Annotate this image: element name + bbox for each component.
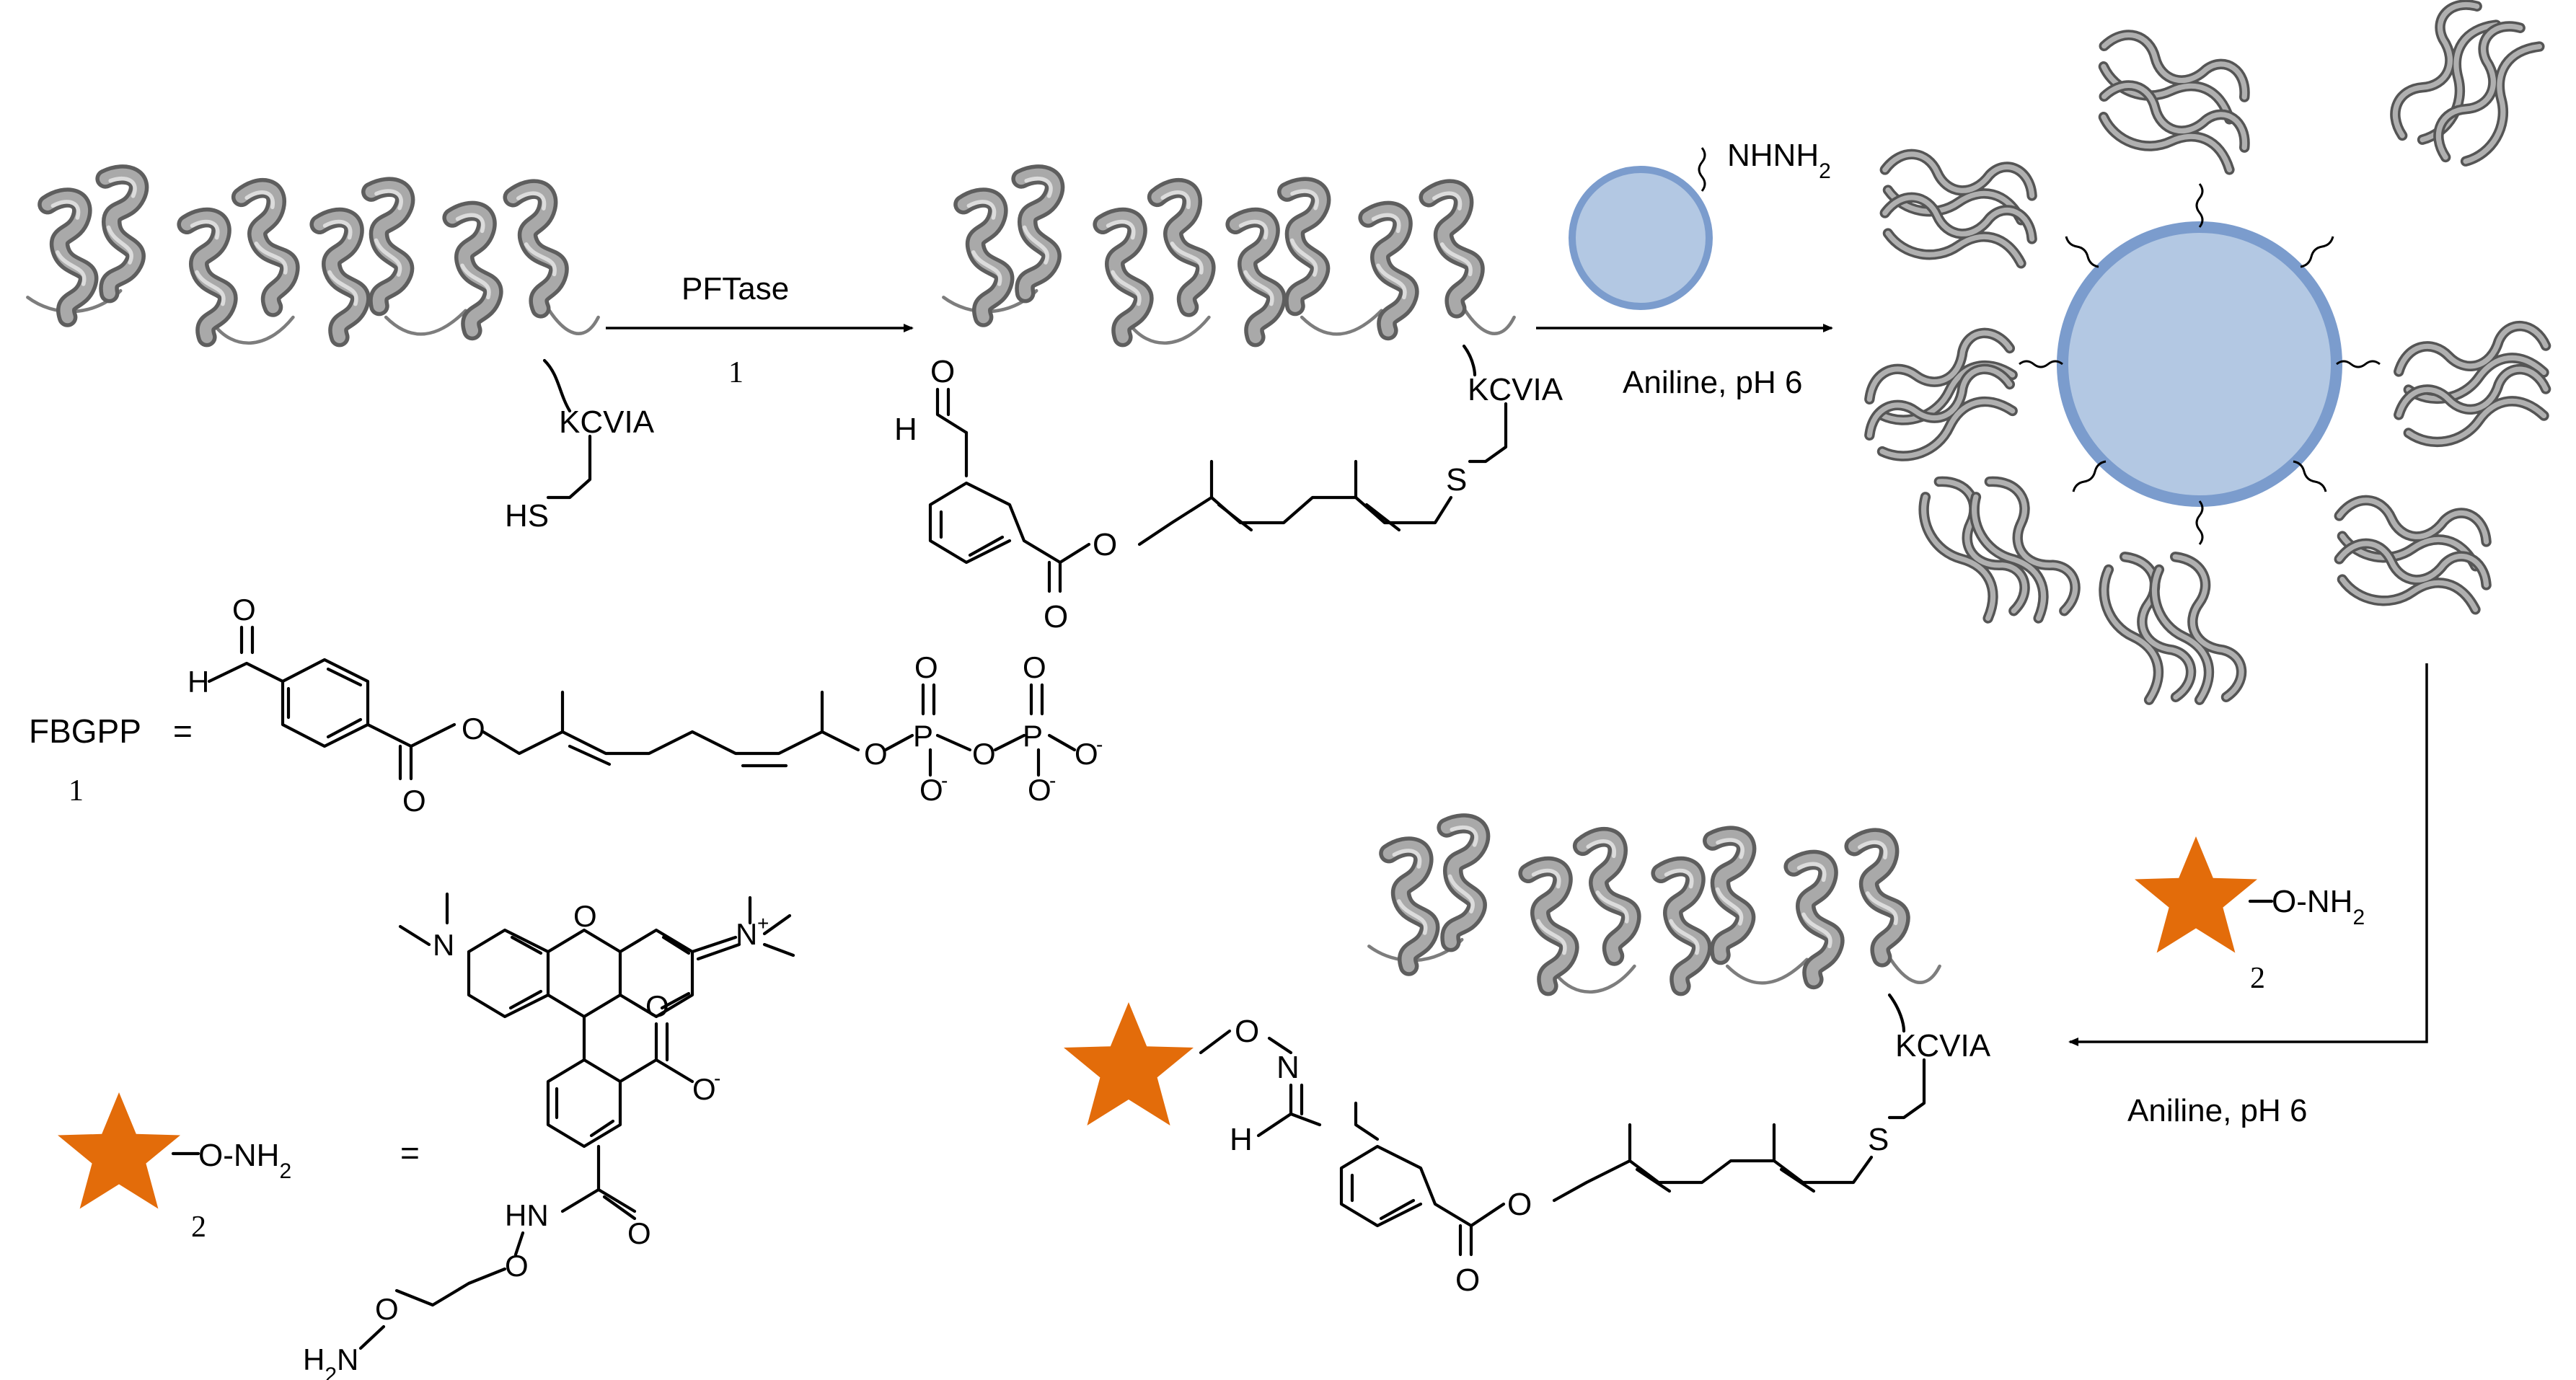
thiol-label: HS [505,498,549,534]
svg-text:O: O [375,1292,399,1326]
svg-text:O: O [914,650,938,684]
svg-text:O: O [462,712,485,746]
svg-text:O: O [505,1249,529,1283]
svg-text:H: H [188,665,209,699]
isoprenoid-chain-3 [1552,1123,1874,1203]
wavy-tethers [2019,183,2381,545]
sulfur-label: S [1446,462,1467,497]
fbgpp-equals: = [173,712,193,750]
cys-link-3 [1887,1058,1926,1120]
svg-text:N: N [433,928,454,962]
svg-text:O: O [232,593,256,627]
large-bead [2057,221,2342,507]
arrow-step3 [2068,663,2428,1046]
svg-text:N: N [736,917,757,951]
probe-ref-step3: 2 [2250,962,2265,995]
methyl-groups [1209,459,1358,500]
svg-text:O: O [919,773,943,807]
fbgpp-structure: O H O O O P O O - O P O O - O - [188,593,1103,818]
sulfur-label-3: S [1868,1122,1889,1157]
probe-label-def: O-NH2 [198,1138,291,1183]
isoprenoid-chain [1137,495,1453,547]
benzene-ring [928,430,1062,565]
step1-reagent: PFTase [682,271,789,306]
ester-carbonyl [1047,542,1091,593]
protein-ribbon-start [27,172,598,342]
svg-text:+: + [757,912,769,934]
fbgpp-name: FBGPP [29,712,141,750]
hydrazide-bead [1569,166,1713,310]
svg-text:O: O [1075,737,1098,771]
protein-ribbon-labeled [1369,821,1939,991]
aldehyde-O: O [930,354,955,389]
aldehyde-H: H [894,412,917,447]
peptide-tag-label-3: KCVIA [1895,1028,1991,1063]
svg-text:O: O [972,737,996,771]
aldehyde [935,387,969,435]
svg-text:O: O [645,989,669,1023]
imine-bond [1256,1083,1322,1138]
ester-O: O [1093,527,1117,562]
svg-text:O: O [692,1072,716,1106]
bead-linker [1698,147,1706,192]
peptide-tail-3 [1887,993,1906,1033]
tamra-structure: N N + O O O - O HN O O H2N [303,892,795,1380]
svg-text:O: O [402,784,426,818]
cys-link [1468,402,1508,464]
carbonyl-O: O [1044,599,1068,634]
peptide-tail [542,358,572,413]
svg-text:O: O [573,899,597,933]
star-link [1199,1029,1232,1055]
svg-text:O: O [627,1216,651,1250]
double-bonds [1217,503,1401,532]
svg-text:-: - [714,1067,720,1089]
benzene-double [939,510,1005,557]
carbonyl-O-3: O [1455,1262,1480,1298]
peptide-tag-label: KCVIA [559,404,655,440]
svg-text:P: P [1023,719,1043,753]
svg-text:-: - [1049,769,1056,792]
svg-text:O: O [1028,773,1051,807]
probe-ref-def: 2 [191,1211,206,1244]
imine-H: H [1230,1122,1253,1157]
probe-star-step3 [2135,836,2257,953]
oxime-O: O [1235,1014,1259,1049]
step3-conditions: Aniline, pH 6 [2127,1093,2307,1128]
probe-star-product [1064,1002,1194,1125]
probe-star-def [58,1092,180,1209]
probe-equals: = [400,1134,420,1172]
svg-text:P: P [913,719,933,753]
svg-text:-: - [1096,733,1103,756]
svg-text:HN: HN [505,1198,549,1232]
amine-label: H2N [303,1343,358,1380]
step1-ref: 1 [728,356,744,389]
step2-conditions: Aniline, pH 6 [1623,365,1802,400]
peptide-tail-2 [1462,344,1477,377]
svg-text:O: O [1023,650,1046,684]
oxime-bond [1267,1036,1293,1055]
probe-label-step3: O-NH2 [2272,884,2365,929]
thiol-chain [546,434,592,500]
imine-N: N [1276,1050,1300,1085]
ester-O-3: O [1507,1187,1532,1222]
peptide-tag-label-2: KCVIA [1468,372,1563,407]
bead-with-proteins [1861,0,2552,709]
svg-text:-: - [941,769,948,792]
fbgpp-ref: 1 [69,774,84,808]
benzene-ring-3 [1339,1101,1506,1257]
protein-ribbon-modified [943,172,1514,342]
svg-text:O: O [864,737,888,771]
bead-linker-label: NHNH2 [1727,138,1831,183]
